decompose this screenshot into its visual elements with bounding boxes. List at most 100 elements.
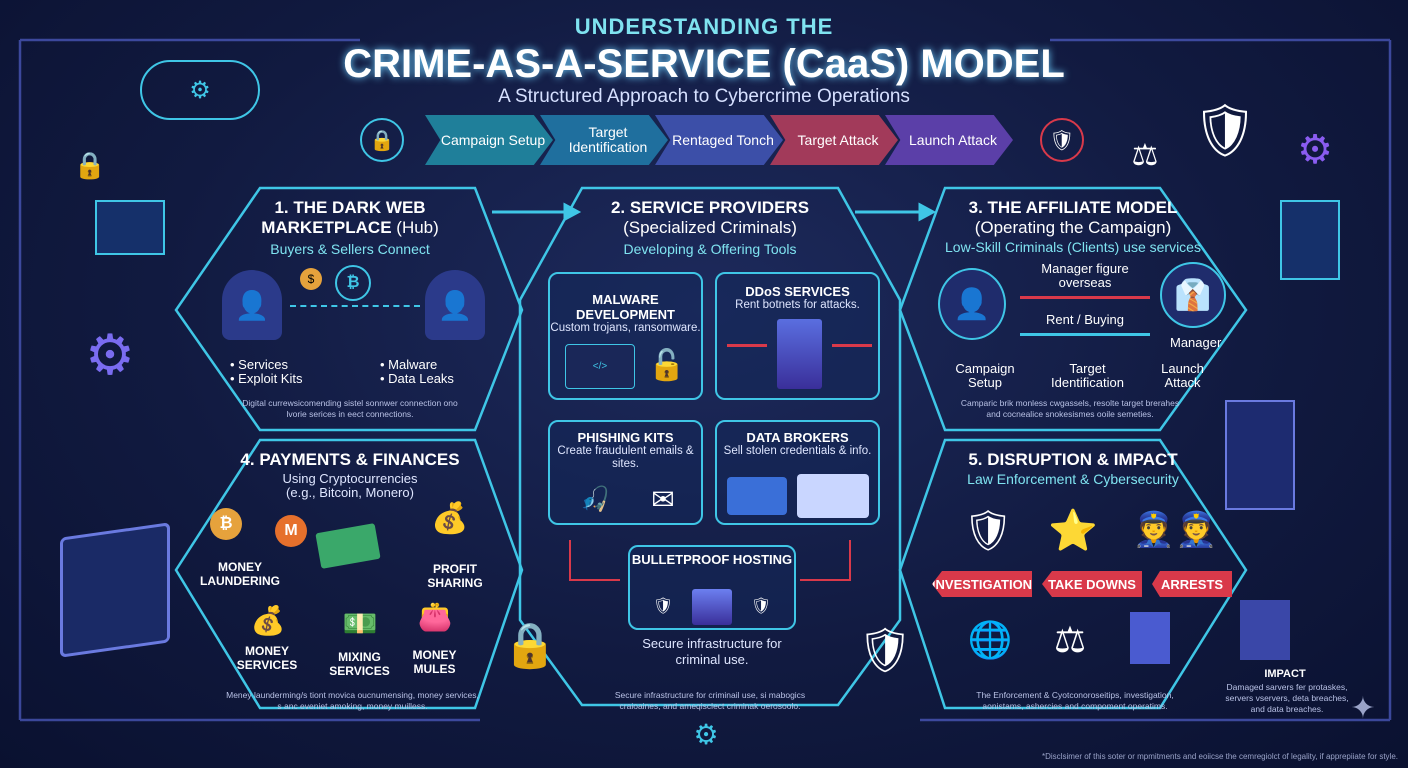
card-title: MALWARE DEVELOPMENT [576,292,675,322]
ddos-services-card: DDoS SERVICES Rent botnets for attacks. [715,272,880,400]
panel1-outline [174,186,524,432]
flow-step: Rentaged Tonch [655,115,783,165]
attack-arrows-icon [727,344,767,347]
impact-desc: Damaged sarvers fer protaskes, servers v… [1225,682,1349,714]
action-take-downs: TAKE DOWNS [1042,571,1142,597]
card-desc: Custom trojans, ransomware. [550,322,701,334]
panel5-outline [898,438,1248,710]
panel3-note: Camparic brik monless cwgassels, resolte… [960,398,1180,419]
shield-icon: 🛡 [857,626,913,675]
flow-step: Target Attack [770,115,898,165]
laptop-icon [60,522,170,658]
monitor-icon [95,200,165,255]
credit-card-icon [727,477,787,515]
hacker-icon: 👤 [425,270,485,340]
manager-label: Manager [1170,335,1222,350]
flow-step: Target Identification [540,115,668,165]
fishing-hook-icon: 🎣 [580,485,610,513]
malware-development-card: MALWARE DEVELOPMENT Custom trojans, rans… [548,272,703,400]
panel3-title: 3. THE AFFILIATE MODEL(Operating the Cam… [968,198,1178,237]
code-window-icon: </> [565,344,635,389]
card-desc: Rent botnets for attacks. [735,299,860,311]
manager-note: Manager figure overseas [1041,261,1129,290]
shield-lock-icon: 🛡 [1191,101,1258,160]
gavel-icon: ⚖ [1053,619,1087,660]
id-card-icon [797,474,869,518]
card-title: PHISHING KITS [577,430,674,445]
panel2-subtitle: Developing & Offering Tools [623,241,797,257]
card-title: DDoS SERVICES [745,284,850,299]
panel2-outline [518,186,902,707]
panel4-outline [174,438,524,710]
panel4-note: Meney launderming/s tiont movica oucnume… [226,690,479,711]
attack-arrows-icon [832,344,872,347]
flow-step: Launch Attack [885,115,1013,165]
affiliate-step: Campaign Setup [955,361,1015,390]
action-investigation: INVESTIGATION [932,571,1032,597]
monitor-chart-icon [1280,200,1340,280]
panel1-right-list: • Malware• Data Leaks [380,357,454,386]
affiliate-step: Target Identification [1051,361,1124,390]
panel5-note: The Enforcement & Cyotconoroseitips, inv… [976,690,1174,711]
broken-lock-icon: 🔓 [648,348,686,382]
payment-item: PROFIT SHARING [427,562,483,590]
gear-icon: ⚙ [693,718,719,750]
envelope-icon: ✉ [651,483,675,515]
shield-icon: 🛡 [652,598,674,615]
bulletproof-hosting-card: BULLETPROOF HOSTING 🛡 🛡 [628,545,796,630]
page-subtitle: A Structured Approach to Cybercrime Oper… [498,86,910,107]
sparkle-icon: ✦ [1350,691,1376,725]
arrow-icon [1020,333,1150,336]
panel2-note: Secure infrastructure for criminail use,… [614,690,806,711]
cloud-icon: ⚙ [140,60,260,120]
panel2-title: 2. SERVICE PROVIDERS(Specialized Crimina… [610,198,810,237]
panel5-subtitle: Law Enforcement & Cybersecurity [967,471,1179,487]
impact-title: IMPACT [1264,668,1306,680]
panel3-subtitle: Low-Skill Criminals (Clients) use servic… [945,239,1201,255]
exchange-arrow-icon [290,305,420,307]
server-rack-icon [777,319,822,389]
rent-label: Rent / Buying [1045,312,1125,327]
card-desc: Create fraudulent emails & sites. [557,445,694,470]
broken-server-icon [1130,612,1170,664]
panel1-left-list: • Services• Exploit Kits [230,357,303,386]
dollar-coin-icon: $ [300,268,322,290]
bitcoin-icon: ₿ [335,265,371,301]
hacker-icon: 👤 [222,270,282,340]
disclaimer: *Disclsimer of this soter or mpmitments … [1042,752,1398,761]
arrow-icon [1020,296,1150,299]
server-icon [692,589,732,625]
shield-icon: 🛡 [750,598,772,615]
panel5-title: 5. DISRUPTION & IMPACT [968,450,1178,469]
manager-avatar: 👔 [1160,262,1226,328]
card-title: BULLETPROOF HOSTING [631,552,793,567]
flow-step: Campaign Setup [425,115,553,165]
title-line1: UNDERSTANDING THE [574,14,834,39]
gavel-icon: ⚖ [1131,138,1159,172]
card-desc: Sell stolen credentials & info. [723,445,872,457]
page-title: CRIME-AS-A-SERVICE (CaaS) MODEL [343,42,1065,86]
globe-icon: 🌐 [967,619,1013,660]
money-bag-icon: 💰 [250,604,286,636]
payment-item: MIXING SERVICES [329,650,390,678]
damaged-server-icon [1240,600,1290,660]
police-officers-icon: 👮👮 [1132,511,1218,549]
gear-icon: ⚙ [1297,128,1333,172]
client-hacker-icon: 👤 [938,268,1006,340]
shield-star-icon: ⭐ [1048,508,1098,553]
panel4-title: 4. PAYMENTS & FINANCES [240,450,460,469]
padlock-icon: 🔒 [502,621,558,670]
phishing-kits-card: PHISHING KITS Create fraudulent emails &… [548,420,703,525]
money-stack-icon: 💵 [342,607,378,639]
lock-icon: 🔒 [360,118,404,162]
data-brokers-card: DATA BROKERS Sell stolen credentials & i… [715,420,880,525]
panel1-note: Digital currewsicomending sistel sonnwer… [242,398,458,419]
wallet-icon: 👛 [417,600,453,632]
bulletproof-hosting-desc: Secure infrastructure for criminal use. [642,636,782,667]
card-title: DATA BROKERS [746,430,849,445]
monero-icon: M [275,515,307,547]
payment-item: MONEY MULES [412,648,457,676]
payment-item: MONEY LAUNDERING [200,560,280,588]
